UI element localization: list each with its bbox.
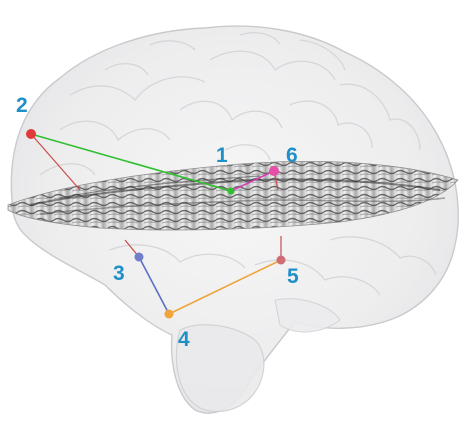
point-1 [227, 187, 235, 195]
label-1: 1 [216, 144, 228, 167]
point-4 [164, 309, 174, 319]
label-5: 5 [287, 265, 299, 288]
mri-axial-slice [7, 161, 459, 231]
label-3: 3 [113, 262, 125, 285]
connection-3-4 [138, 256, 170, 315]
point-5 [276, 255, 286, 265]
point-2 [26, 129, 36, 139]
connection-4-5 [168, 259, 282, 315]
connection-1-6 [230, 170, 275, 192]
electrode-points [26, 129, 286, 319]
point-6 [269, 166, 279, 176]
projection-line-2 [30, 133, 81, 191]
label-4: 4 [178, 328, 190, 351]
point-3 [134, 252, 144, 262]
label-2: 2 [16, 94, 28, 117]
connections [30, 133, 282, 315]
point-labels: 1 2 3 4 5 6 [16, 94, 299, 351]
connection-2-1 [30, 133, 232, 192]
label-6: 6 [286, 144, 298, 167]
